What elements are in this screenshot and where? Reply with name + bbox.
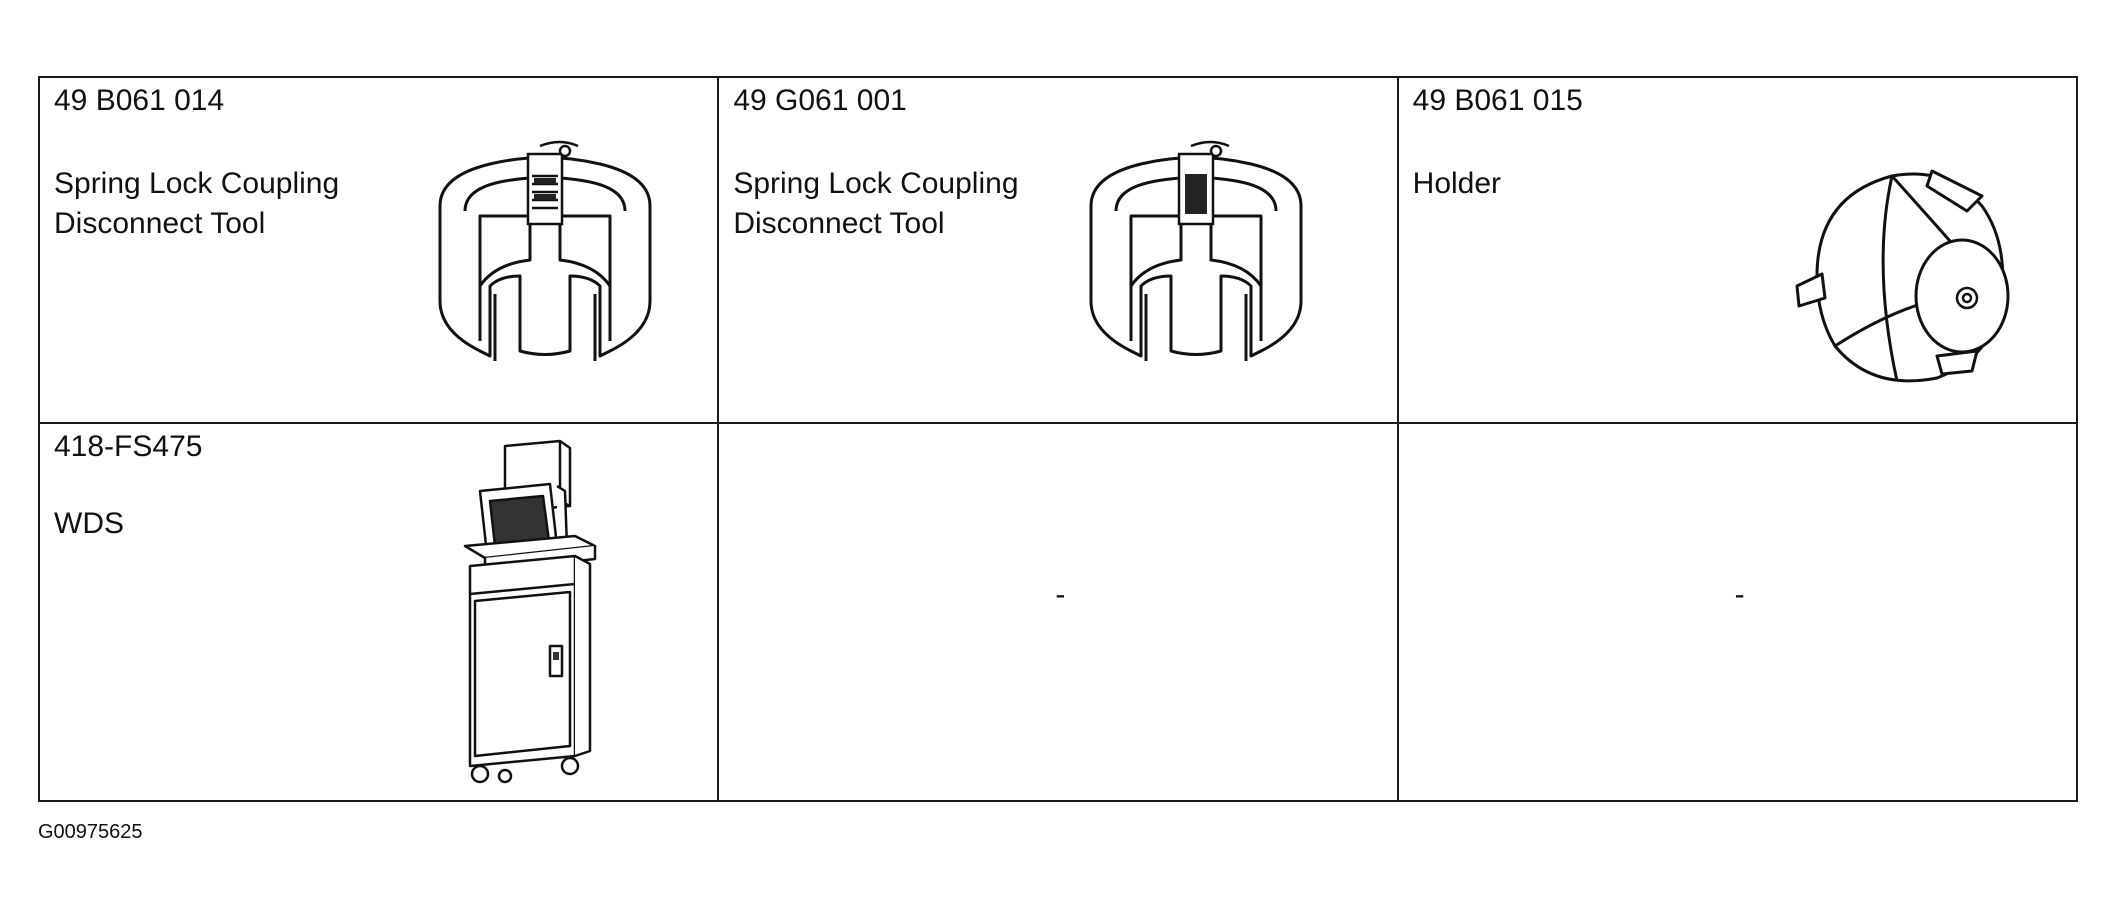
- spring-lock-coupling-tool-icon: [438, 140, 652, 361]
- tool-part-number: 418-FS475: [54, 430, 203, 463]
- special-tools-table: 49 B061 014 Spring Lock Coupling Disconn…: [37, 76, 2079, 802]
- empty-tool-cell: -: [717, 422, 1399, 802]
- tool-cell-49b061015: 49 B061 015 Holder: [1396, 76, 2079, 424]
- tool-cell-49b061014: 49 B061 014 Spring Lock Coupling Disconn…: [37, 76, 720, 424]
- figure-id: G00975625: [38, 821, 143, 843]
- tool-name: Spring Lock Coupling Disconnect Tool: [733, 167, 1019, 240]
- empty-cell-dash: -: [1055, 578, 1066, 611]
- tool-cell-418fs475: 418-FS475 WDS: [37, 422, 720, 802]
- tool-part-number: 49 B061 014: [54, 84, 225, 117]
- tool-name: Holder: [1412, 167, 1502, 200]
- tool-name: Spring Lock Coupling Disconnect Tool: [54, 167, 340, 240]
- tool-part-number: 49 B061 015: [1412, 84, 1583, 117]
- wds-cart-icon: [463, 439, 597, 784]
- tool-name: WDS: [54, 507, 124, 540]
- empty-tool-cell: -: [1396, 422, 2079, 802]
- empty-cell-dash: -: [1734, 578, 1745, 611]
- holder-icon: [1795, 169, 2010, 383]
- tool-part-number: 49 G061 001: [733, 84, 907, 117]
- spring-lock-coupling-tool-icon: [1089, 140, 1303, 361]
- tool-cell-49g061001: 49 G061 001 Spring Lock Coupling Disconn…: [717, 76, 1399, 424]
